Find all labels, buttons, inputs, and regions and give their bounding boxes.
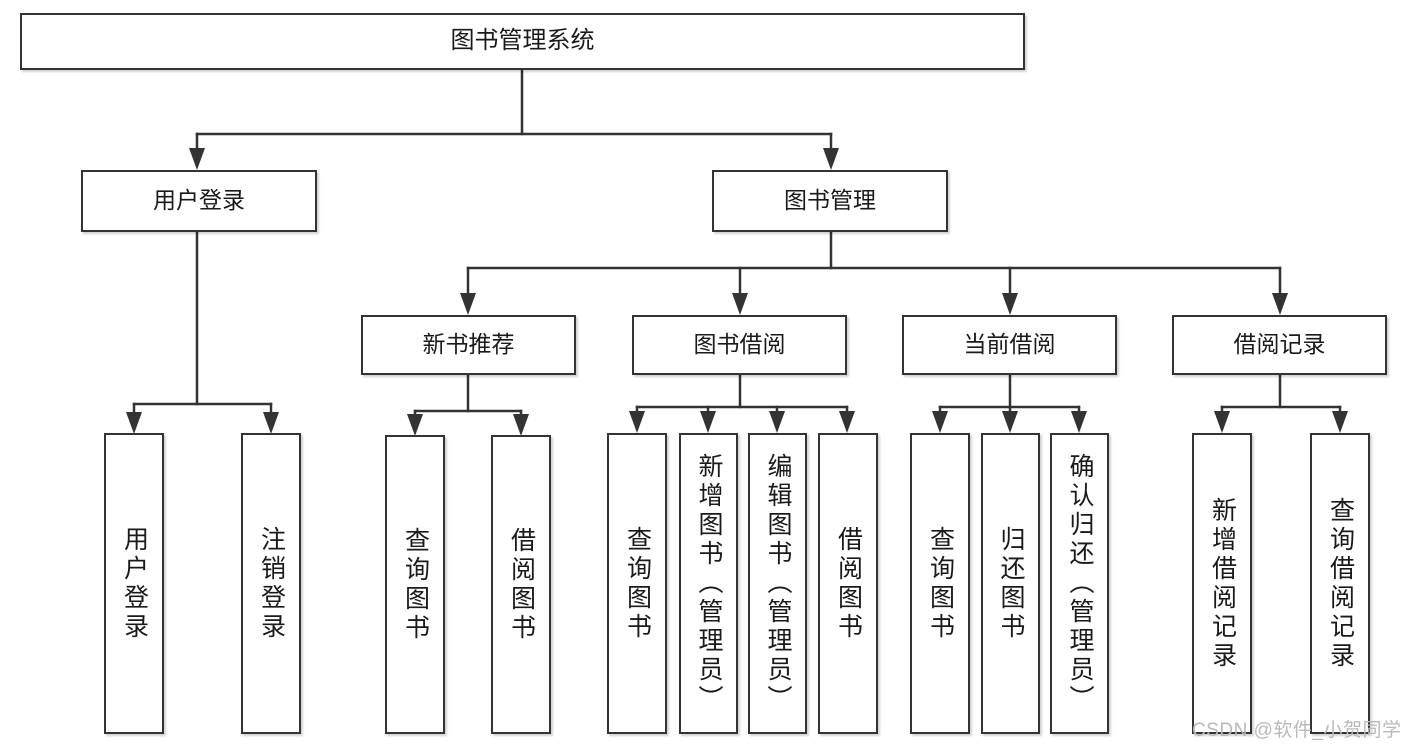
node-label: 查询图书 [623, 525, 652, 642]
node-label: 当前借阅 [963, 331, 1056, 358]
node-label: 编辑图书（管理员） [764, 453, 792, 714]
leaf-user-login[interactable]: 用户登录 [104, 433, 164, 734]
leaf-add-book-admin[interactable]: 新增图书（管理员） [679, 433, 738, 734]
node-book-management[interactable]: 图书管理 [712, 170, 948, 232]
leaf-add-borrow-record[interactable]: 新增借阅记录 [1192, 433, 1252, 734]
node-label: 归还图书 [997, 525, 1025, 642]
node-current-borrow[interactable]: 当前借阅 [902, 315, 1117, 375]
leaf-logout[interactable]: 注销登录 [241, 433, 301, 734]
node-root-book-management-system[interactable]: 图书管理系统 [20, 13, 1025, 70]
leaf-query-borrow-record[interactable]: 查询借阅记录 [1310, 433, 1370, 734]
leaf-query-book-borrow[interactable]: 查询图书 [607, 433, 667, 734]
node-label: 借阅图书 [507, 526, 536, 643]
leaf-query-book-current[interactable]: 查询图书 [910, 433, 970, 734]
node-user-login[interactable]: 用户登录 [81, 170, 317, 232]
node-label: 借阅记录 [1233, 331, 1326, 358]
leaf-query-book-recommend[interactable]: 查询图书 [385, 435, 445, 734]
node-label: 图书借阅 [693, 331, 786, 358]
node-label: 用户登录 [120, 525, 149, 642]
node-new-book-recommend[interactable]: 新书推荐 [361, 315, 576, 375]
node-label: 注销登录 [257, 525, 286, 642]
node-label: 新增图书（管理员） [695, 453, 723, 714]
node-label: 查询借阅记录 [1326, 496, 1355, 671]
leaf-edit-book-admin[interactable]: 编辑图书（管理员） [748, 433, 807, 734]
node-label: 查询图书 [401, 526, 430, 643]
node-label: 新增借阅记录 [1208, 496, 1237, 671]
leaf-confirm-return-admin[interactable]: 确认归还（管理员） [1050, 433, 1109, 734]
node-label: 查询图书 [926, 525, 955, 642]
node-label: 图书管理系统 [450, 27, 595, 55]
leaf-borrow-book-recommend[interactable]: 借阅图书 [491, 435, 551, 734]
node-label: 用户登录 [153, 187, 245, 214]
node-label: 确认归还（管理员） [1066, 453, 1094, 714]
watermark-text: CSDN @软件_小贺同学 [1192, 720, 1402, 741]
node-borrow-record[interactable]: 借阅记录 [1172, 315, 1387, 375]
node-book-borrow[interactable]: 图书借阅 [632, 315, 847, 375]
node-label: 图书管理 [784, 187, 876, 214]
leaf-borrow-book[interactable]: 借阅图书 [818, 433, 878, 734]
node-label: 借阅图书 [834, 525, 863, 642]
node-label: 新书推荐 [422, 331, 515, 358]
leaf-return-book[interactable]: 归还图书 [981, 433, 1040, 734]
